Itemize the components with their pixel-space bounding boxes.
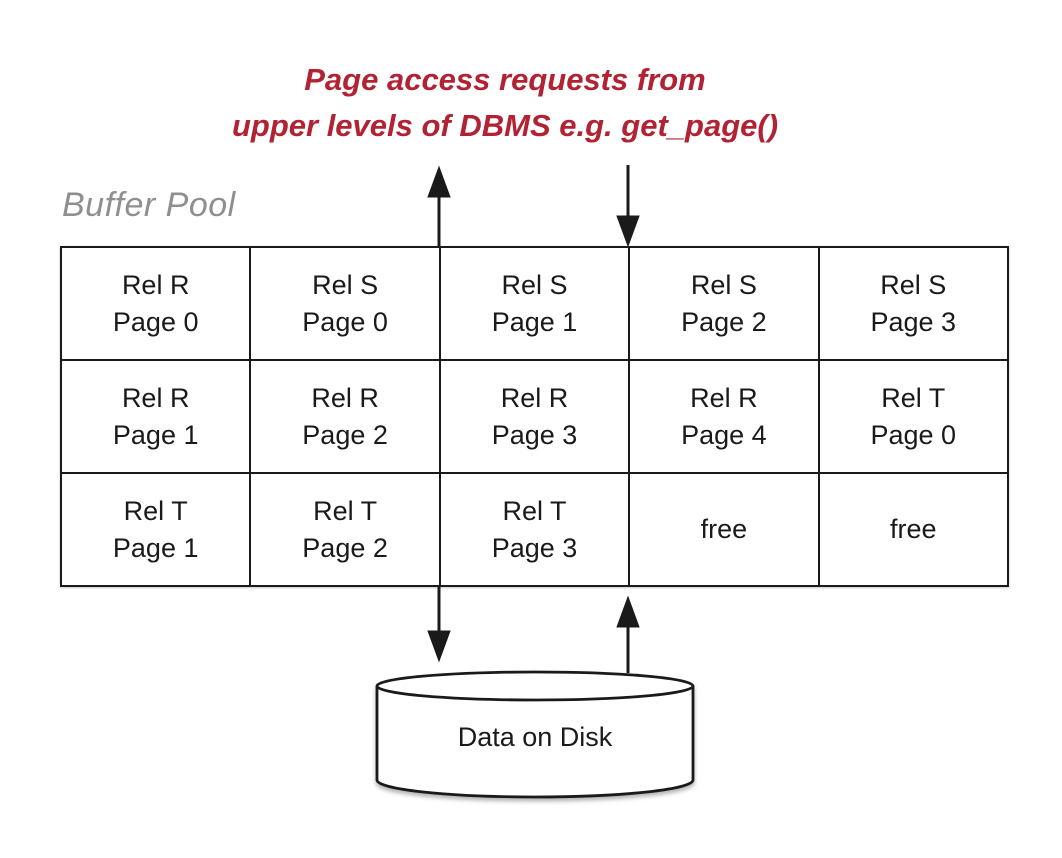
buffer-frame: Rel T Page 0 xyxy=(818,360,1008,473)
frame-relation: Rel T xyxy=(881,382,946,413)
buffer-frame: Rel S Page 3 xyxy=(818,247,1008,360)
buffer-frame-free: free xyxy=(629,473,819,586)
frame-relation: Rel T xyxy=(123,495,188,526)
frame-page: Page 2 xyxy=(681,306,767,337)
frame-page: Page 2 xyxy=(302,419,388,450)
arrow-pool-to-disk-icon xyxy=(427,586,451,663)
frame-relation: Rel S xyxy=(312,269,379,300)
arrow-disk-to-pool-icon xyxy=(616,595,640,673)
buffer-pool-grid: Rel R Page 0 Rel S Page 0 Rel S Page 1 R… xyxy=(60,246,1009,587)
frame-relation: Rel S xyxy=(880,269,947,300)
buffer-frame: Rel S Page 0 xyxy=(250,247,440,360)
frame-relation: Rel S xyxy=(690,269,757,300)
frame-relation: Rel R xyxy=(500,382,569,413)
page-access-caption: Page access requests from upper levels o… xyxy=(0,57,1010,149)
buffer-frame: Rel T Page 2 xyxy=(250,473,440,586)
buffer-pool-title: Buffer Pool xyxy=(62,186,236,224)
frame-page: Page 0 xyxy=(870,419,957,450)
buffer-frame: Rel S Page 2 xyxy=(629,247,819,360)
buffer-frame: Rel R Page 1 xyxy=(61,360,251,473)
caption-line-2: upper levels of DBMS e.g. get_page() xyxy=(231,108,779,143)
frame-relation: Rel T xyxy=(313,495,378,526)
buffer-frame: Rel R Page 0 xyxy=(61,247,251,360)
buffer-frame: Rel T Page 1 xyxy=(61,473,251,586)
frame-relation: Rel R xyxy=(121,382,190,413)
frame-relation: Rel T xyxy=(502,495,567,526)
caption-line-1: Page access requests from xyxy=(304,62,706,97)
frame-page: Page 1 xyxy=(112,419,199,450)
frame-page: Page 4 xyxy=(681,419,767,450)
arrow-dbms-to-pool-icon xyxy=(616,165,640,248)
frame-relation: Rel S xyxy=(501,269,568,300)
frame-page: Page 3 xyxy=(491,532,578,563)
frame-page: Page 1 xyxy=(112,532,199,563)
frame-relation: Rel R xyxy=(121,269,190,300)
frame-free-label: free xyxy=(700,514,748,544)
buffer-frame: Rel S Page 1 xyxy=(439,247,630,360)
arrow-pool-to-dbms-icon xyxy=(427,165,451,247)
frame-page: Page 3 xyxy=(491,419,578,450)
frame-page: Page 0 xyxy=(302,306,388,337)
buffer-frame: Rel R Page 3 xyxy=(439,360,630,473)
buffer-frame-free: free xyxy=(818,473,1008,586)
frame-page: Page 0 xyxy=(112,306,199,337)
frame-relation: Rel R xyxy=(311,382,379,413)
disk-label: Data on Disk xyxy=(457,722,613,752)
frame-free-label: free xyxy=(890,514,937,544)
frame-page: Page 3 xyxy=(870,306,957,337)
frame-relation: Rel R xyxy=(690,382,758,413)
frame-page: Page 1 xyxy=(491,306,578,337)
buffer-frame: Rel T Page 3 xyxy=(439,473,630,586)
buffer-frame: Rel R Page 4 xyxy=(629,360,819,473)
frame-page: Page 2 xyxy=(302,532,388,563)
buffer-frame: Rel R Page 2 xyxy=(250,360,440,473)
